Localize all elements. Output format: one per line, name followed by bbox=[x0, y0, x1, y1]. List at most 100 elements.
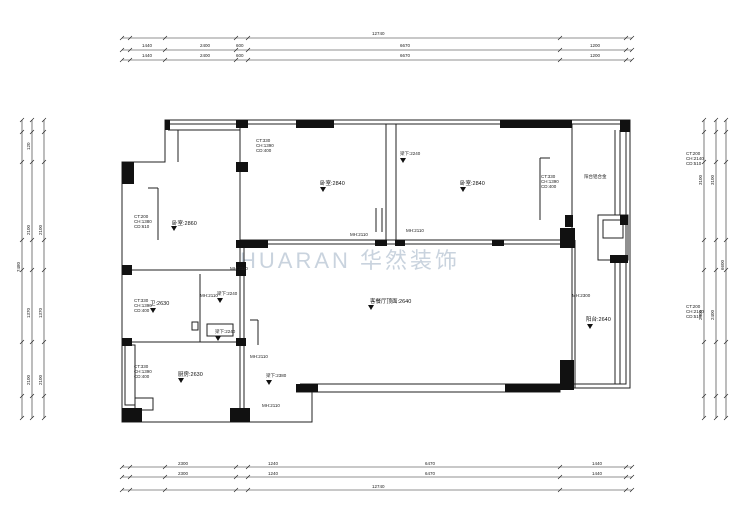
dimension-tick bbox=[19, 267, 25, 273]
right-dim-3: 2400 bbox=[698, 309, 703, 320]
top-dim-5: 1200 bbox=[590, 43, 601, 48]
svg-text:CH:2140: CH:2140 bbox=[686, 309, 704, 314]
svg-text:CH:1390: CH:1390 bbox=[134, 303, 152, 308]
dimension-tick bbox=[119, 474, 125, 480]
beam-tag-living: 梁下:2380 bbox=[266, 372, 287, 385]
dimension-tick bbox=[557, 487, 563, 493]
dimension-tick bbox=[29, 117, 35, 123]
svg-text:卧室:2840: 卧室:2840 bbox=[460, 179, 485, 187]
left-dim-2: 2100 bbox=[26, 224, 31, 235]
bottom2-dim-2: 1240 bbox=[268, 471, 279, 476]
svg-text:CD:400: CD:400 bbox=[541, 184, 557, 189]
dimension-tick bbox=[41, 339, 47, 345]
svg-text:卧室:2860: 卧室:2860 bbox=[172, 219, 197, 227]
svg-text:梁下:2240: 梁下:2240 bbox=[215, 328, 236, 335]
right-window-note-bottom: CT:200 CH:2140 CD:510 bbox=[686, 304, 704, 319]
dimension-tick bbox=[723, 129, 729, 135]
left2-dim-3: 1370 bbox=[38, 307, 43, 318]
dimension-tick bbox=[723, 237, 729, 243]
dimension-tick bbox=[19, 415, 25, 421]
svg-text:CH:2140: CH:2140 bbox=[686, 156, 704, 161]
dimension-tick bbox=[41, 393, 47, 399]
dimension-tick bbox=[19, 117, 25, 123]
left-dim-3: 1370 bbox=[26, 307, 31, 318]
dimension-tick bbox=[701, 339, 707, 345]
room-label-living: 客餐厅顶面:2640 bbox=[368, 297, 411, 310]
dimension-tick bbox=[557, 474, 563, 480]
dimension-tick bbox=[713, 339, 719, 345]
dimension-tick bbox=[233, 474, 239, 480]
opening-label-4: MH:2110 bbox=[200, 293, 218, 298]
window-note-bedroom-right: CT:330 CH:1390 CD:400 bbox=[541, 174, 559, 189]
opening-label-6: MH:2110 bbox=[250, 354, 268, 359]
top-dim-3: 600 bbox=[236, 43, 244, 48]
svg-text:CT:330: CT:330 bbox=[134, 298, 149, 303]
svg-text:阳台:2640: 阳台:2640 bbox=[586, 315, 611, 323]
svg-text:CT:330: CT:330 bbox=[541, 174, 556, 179]
bottom2-dim-4: 1440 bbox=[592, 471, 603, 476]
dimension-tick bbox=[127, 487, 133, 493]
top-dim-4: 6670 bbox=[400, 43, 411, 48]
room-label-balcony-right: 阳台:2640 bbox=[586, 315, 611, 329]
dimension-tick bbox=[119, 47, 125, 53]
dimension-tick bbox=[245, 35, 251, 41]
dimension-tick bbox=[29, 129, 35, 135]
dimension-tick bbox=[29, 267, 35, 273]
window-note-bath: CT:330 CH:1390 CD:400 bbox=[134, 298, 152, 313]
svg-text:CT:330: CT:330 bbox=[134, 364, 149, 369]
top2-dim-3: 600 bbox=[236, 53, 244, 58]
svg-text:CT:200: CT:200 bbox=[134, 214, 149, 219]
dimension-tick bbox=[629, 47, 635, 53]
dimension-tick bbox=[701, 129, 707, 135]
right-window-note-top: CT:200 CH:2140 CD:510 bbox=[686, 151, 704, 166]
top-dimension-chain: 12740 1440 2400 600 6670 1200 1440 2400 … bbox=[122, 31, 632, 61]
left-dim-4: 2100 bbox=[26, 374, 31, 385]
bottom2-dim-1: 2300 bbox=[178, 471, 189, 476]
svg-text:客餐厅顶面:2640: 客餐厅顶面:2640 bbox=[370, 297, 411, 305]
right-dimension-chain: 3100 2400 3100 2400 6600 bbox=[698, 120, 727, 418]
dimension-tick bbox=[623, 47, 629, 53]
dimension-tick bbox=[701, 237, 707, 243]
dimension-tick bbox=[723, 159, 729, 165]
dimension-tick bbox=[245, 487, 251, 493]
dimension-tick bbox=[233, 487, 239, 493]
dimension-tick bbox=[29, 237, 35, 243]
dimension-tick bbox=[713, 117, 719, 123]
dimension-tick bbox=[29, 415, 35, 421]
dimension-tick bbox=[713, 267, 719, 273]
room-label-balcony-top-right: 阳台铝合金 bbox=[584, 173, 607, 180]
svg-text:卧室:2840: 卧室:2840 bbox=[320, 179, 345, 187]
dimension-tick bbox=[127, 464, 133, 470]
dimension-tick bbox=[557, 57, 563, 63]
bottom-dim-2: 1240 bbox=[268, 461, 279, 466]
svg-text:厨房:2630: 厨房:2630 bbox=[178, 370, 203, 378]
opening-label-7: MH:2110 bbox=[262, 403, 280, 408]
svg-text:CD:510: CD:510 bbox=[686, 161, 702, 166]
left-total-dim: 7480 bbox=[16, 261, 21, 272]
left2-dim-4: 2100 bbox=[38, 374, 43, 385]
watermark-text: HUARAN 华然装饰 bbox=[240, 248, 460, 273]
svg-text:CD:400: CD:400 bbox=[134, 308, 150, 313]
dimension-tick bbox=[29, 393, 35, 399]
dimension-tick bbox=[162, 487, 168, 493]
svg-text:CT:200: CT:200 bbox=[686, 151, 701, 156]
dimension-tick bbox=[19, 339, 25, 345]
dimension-tick bbox=[701, 117, 707, 123]
bottom-dim-4: 1440 bbox=[592, 461, 603, 466]
dimension-tick bbox=[41, 237, 47, 243]
dimension-tick bbox=[713, 237, 719, 243]
dimension-tick bbox=[162, 35, 168, 41]
dimension-tick bbox=[119, 35, 125, 41]
dimension-tick bbox=[713, 415, 719, 421]
dimension-tick bbox=[127, 57, 133, 63]
dimension-tick bbox=[19, 159, 25, 165]
dimension-tick bbox=[245, 57, 251, 63]
bottom-dim-3: 6470 bbox=[425, 461, 436, 466]
dimension-tick bbox=[127, 35, 133, 41]
dimension-tick bbox=[623, 35, 629, 41]
top-dim-2: 2400 bbox=[200, 43, 211, 48]
dimension-tick bbox=[245, 464, 251, 470]
dimension-tick bbox=[623, 464, 629, 470]
svg-text:CD:610: CD:610 bbox=[134, 224, 150, 229]
